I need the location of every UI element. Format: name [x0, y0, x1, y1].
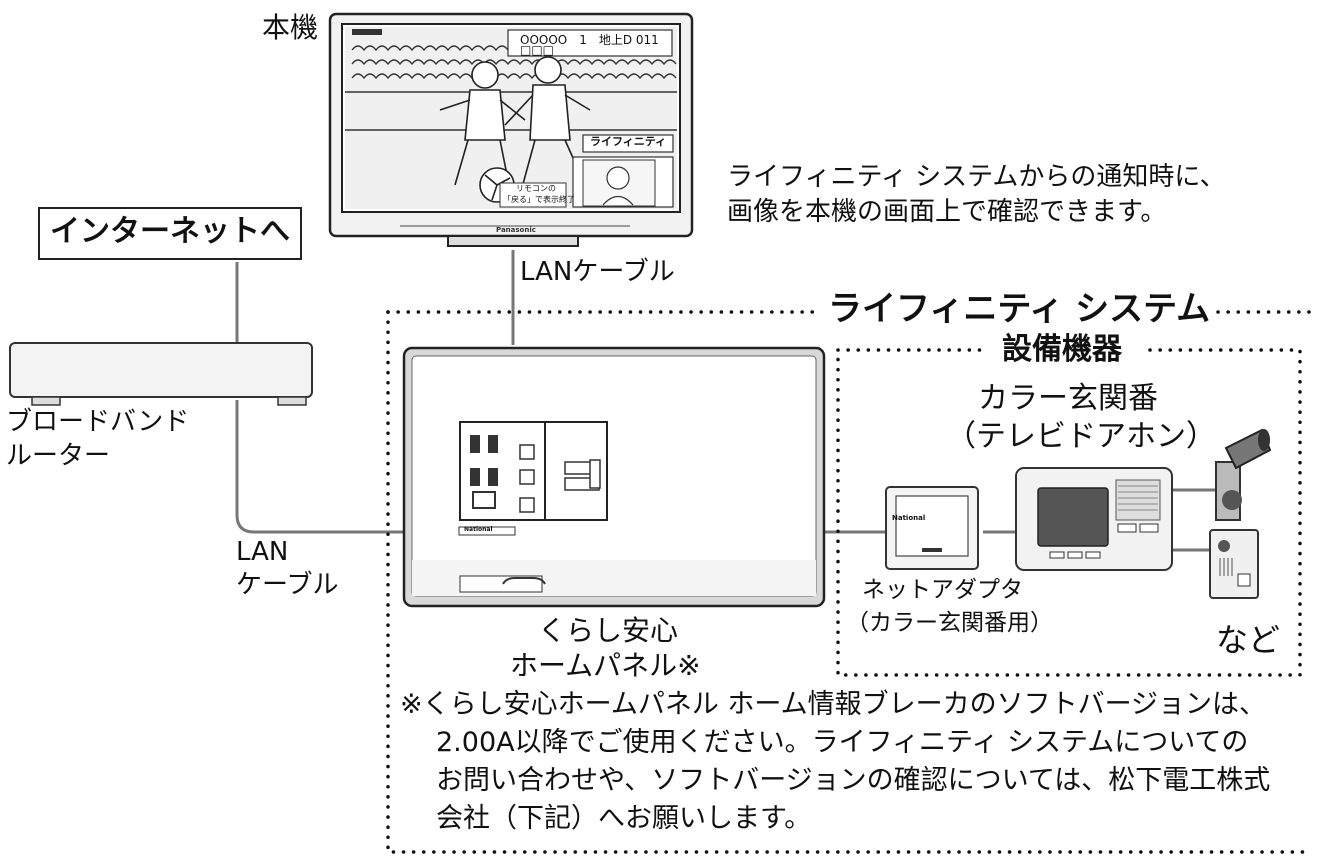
door-phone-illustration [1015, 467, 1173, 571]
adapter-label-line1: ネットアダプタ [862, 577, 1023, 603]
adapter-label-line2: （カラー玄関番用） [846, 610, 1053, 636]
panel-label-line2: ホームパネル※ [510, 649, 701, 682]
notification-line2: 画像を本機の画面上で確認できます。 [727, 197, 1167, 227]
door-phone-line2: （テレビドアホン） [946, 419, 1216, 454]
footnote-line1: ※くらし安心ホームパネル ホーム情報ブレーカのソフトバージョンは、 [400, 689, 1267, 720]
system-dotted-border [386, 310, 1314, 854]
net-adapter-illustration [885, 486, 979, 570]
home-panel-illustration [402, 346, 826, 608]
panel-label-line1: くらし安心 [538, 614, 679, 647]
tv-popup-label: ライフィニティ [590, 135, 667, 148]
footnote-line2: 2.00A以降でご使用ください。ライフィニティ システムについての [436, 727, 1249, 758]
connection-lines [235, 250, 1215, 552]
tv-label: 本機 [262, 11, 319, 44]
door-phone-line1: カラー玄関番 [978, 381, 1158, 416]
tv-remote-line2: 「戻る」で表示終了 [503, 195, 575, 204]
tv-illustration [328, 12, 694, 247]
notification-line1: ライフィニティ システムからの通知時に、 [727, 162, 1226, 192]
tv-remote-line1: リモコンの [516, 184, 556, 193]
router-illustration [9, 342, 313, 406]
router-to-panel-cable [235, 400, 408, 534]
lan-cable-top-label: LANケーブル [520, 257, 675, 287]
footnote-line3: お問い合わせや、ソフトバージョンの確認については、松下電工株式 [436, 765, 1271, 796]
camera-illustration [1215, 428, 1272, 521]
adapter-brand: National [892, 514, 926, 522]
tv-sub-text: □□□ [520, 43, 555, 57]
entrance-unit-illustration [1209, 529, 1259, 599]
panel-brand: National [464, 526, 493, 533]
tv-channel-text: OOOOO 1 地上D 011 [520, 33, 659, 47]
router-label-line2: ルーター [6, 441, 111, 471]
internet-box: インターネットへ [38, 207, 302, 260]
system-title: ライフィニティ システム [822, 289, 1217, 330]
equipment-title: 設備機器 [996, 332, 1128, 368]
etc-label: など [1216, 621, 1281, 659]
lan-cable-left-line2: ケーブル [236, 570, 339, 600]
lan-cable-left-line1: LAN [236, 537, 289, 567]
footnote-line4: 会社（下記）へお願いします。 [436, 803, 812, 834]
tv-brand: Panasonic [496, 226, 536, 234]
router-label-line1: ブロードバンド [6, 407, 190, 437]
